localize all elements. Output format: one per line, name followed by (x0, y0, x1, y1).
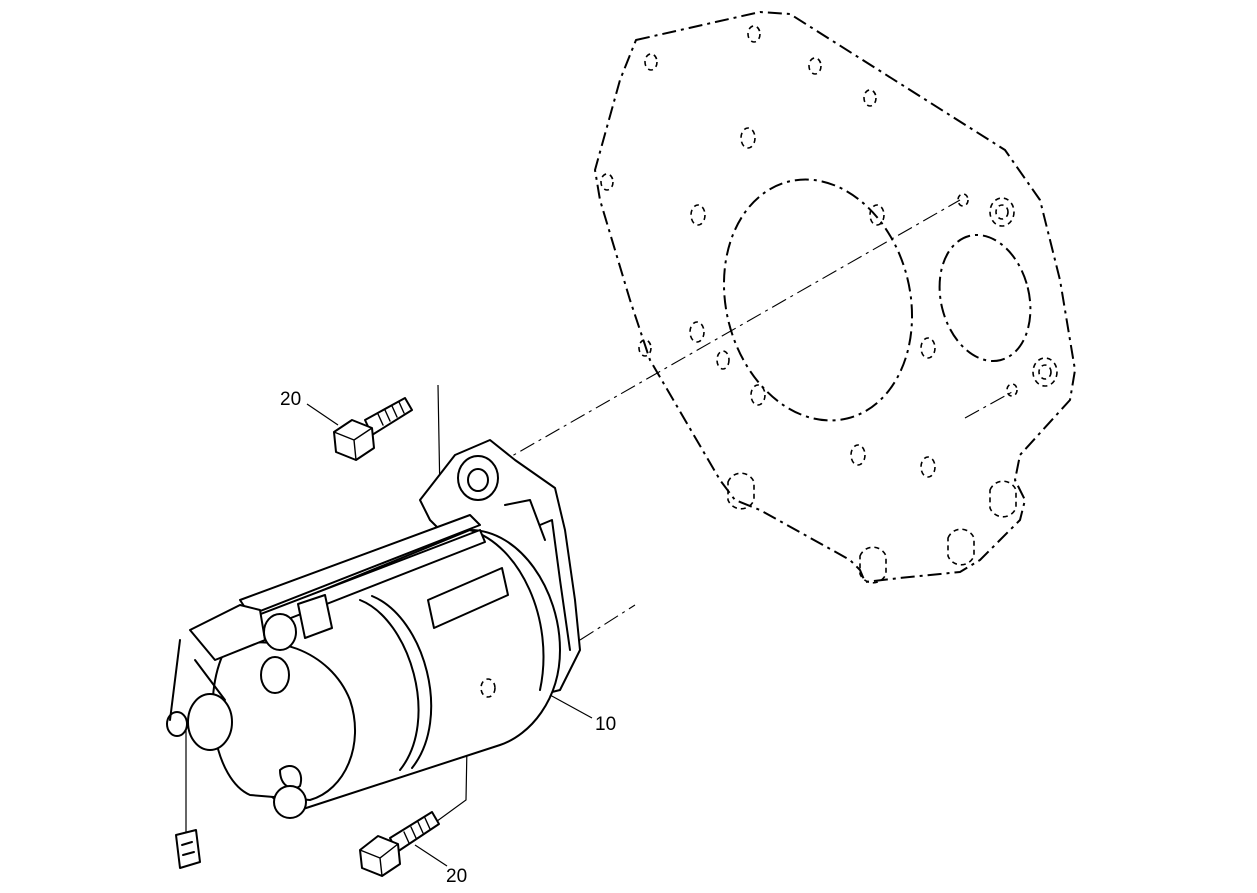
terminal-block (297, 594, 333, 639)
callout-starter-motor: 10 (549, 694, 616, 735)
solenoid-bracket (189, 604, 266, 661)
adapter-plate-outline (594, 11, 1076, 583)
terminal-nut-lower (273, 785, 307, 819)
terminal-post (166, 711, 188, 737)
plate-studs (727, 197, 1058, 584)
terminal-nut-upper (263, 613, 297, 651)
bolt-lower-head (359, 835, 401, 877)
large-bore (722, 178, 914, 422)
bolt-lower (359, 811, 440, 877)
callout-bolt-lower: 20 (414, 844, 467, 887)
small-bore (938, 233, 1032, 363)
callout-bolt-upper: 20 (280, 389, 339, 426)
callout-label-starter-motor: 10 (595, 714, 616, 735)
plate-bolt-holes (600, 25, 1018, 478)
adapter-plate (594, 11, 1076, 584)
mount-ear (457, 455, 499, 501)
name-plate (427, 567, 509, 629)
callout-label-bolt-upper: 20 (280, 389, 301, 410)
bolt-upper (333, 397, 413, 461)
wire-connector (175, 829, 201, 869)
starter-motor (166, 439, 581, 819)
callout-label-bolt-lower: 20 (446, 866, 467, 887)
